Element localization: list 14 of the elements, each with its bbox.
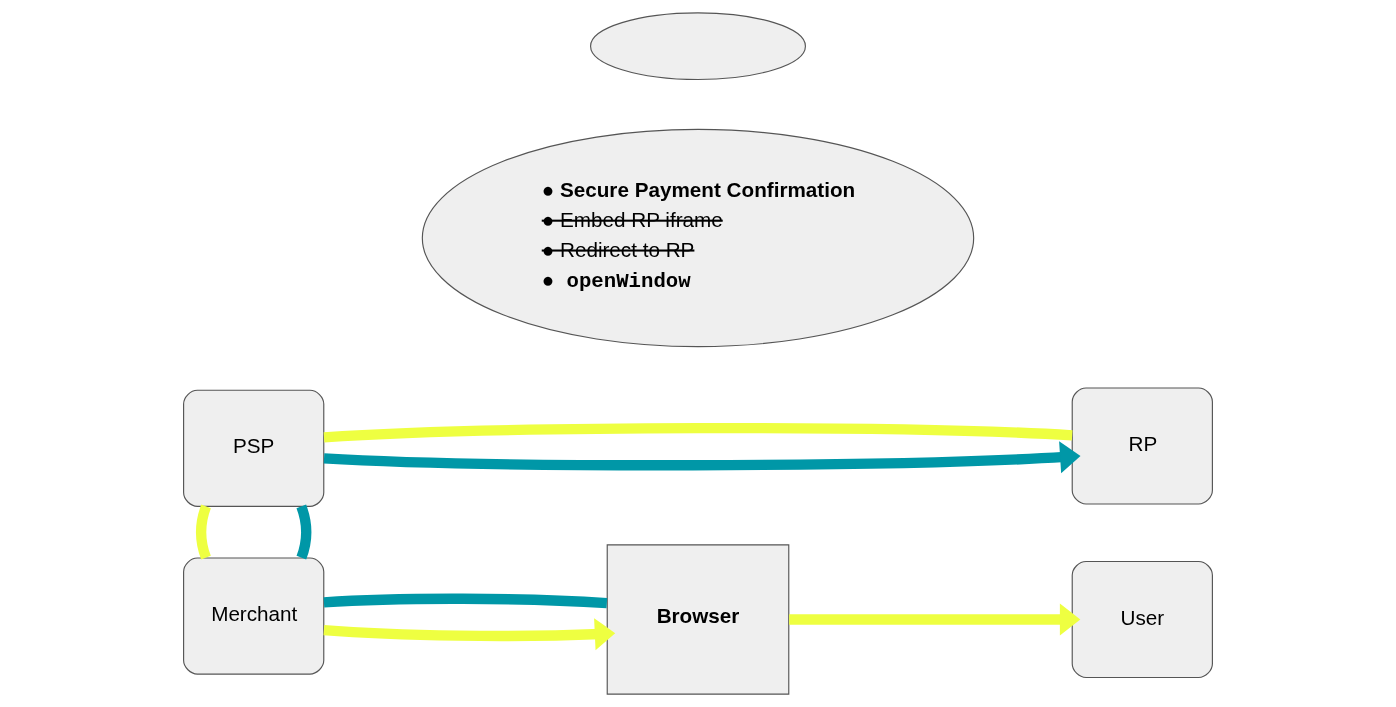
node-box: Browser [606, 544, 790, 695]
connector [323, 593, 608, 609]
connector [296, 504, 312, 560]
node-box: Merchant [183, 557, 325, 675]
connector [195, 504, 211, 560]
arrow [323, 618, 616, 651]
node-cloud [590, 12, 806, 81]
node-box: RP [1071, 387, 1213, 505]
node-box: User [1071, 560, 1213, 679]
node-box: PSP [183, 389, 325, 507]
arrow [323, 441, 1081, 474]
node-ellipse: ● Secure Payment Confirmation ● Embed RP iframe ● Redirect to RP ● openWindow [421, 128, 975, 348]
arrow [789, 603, 1081, 636]
connector [323, 423, 1073, 443]
